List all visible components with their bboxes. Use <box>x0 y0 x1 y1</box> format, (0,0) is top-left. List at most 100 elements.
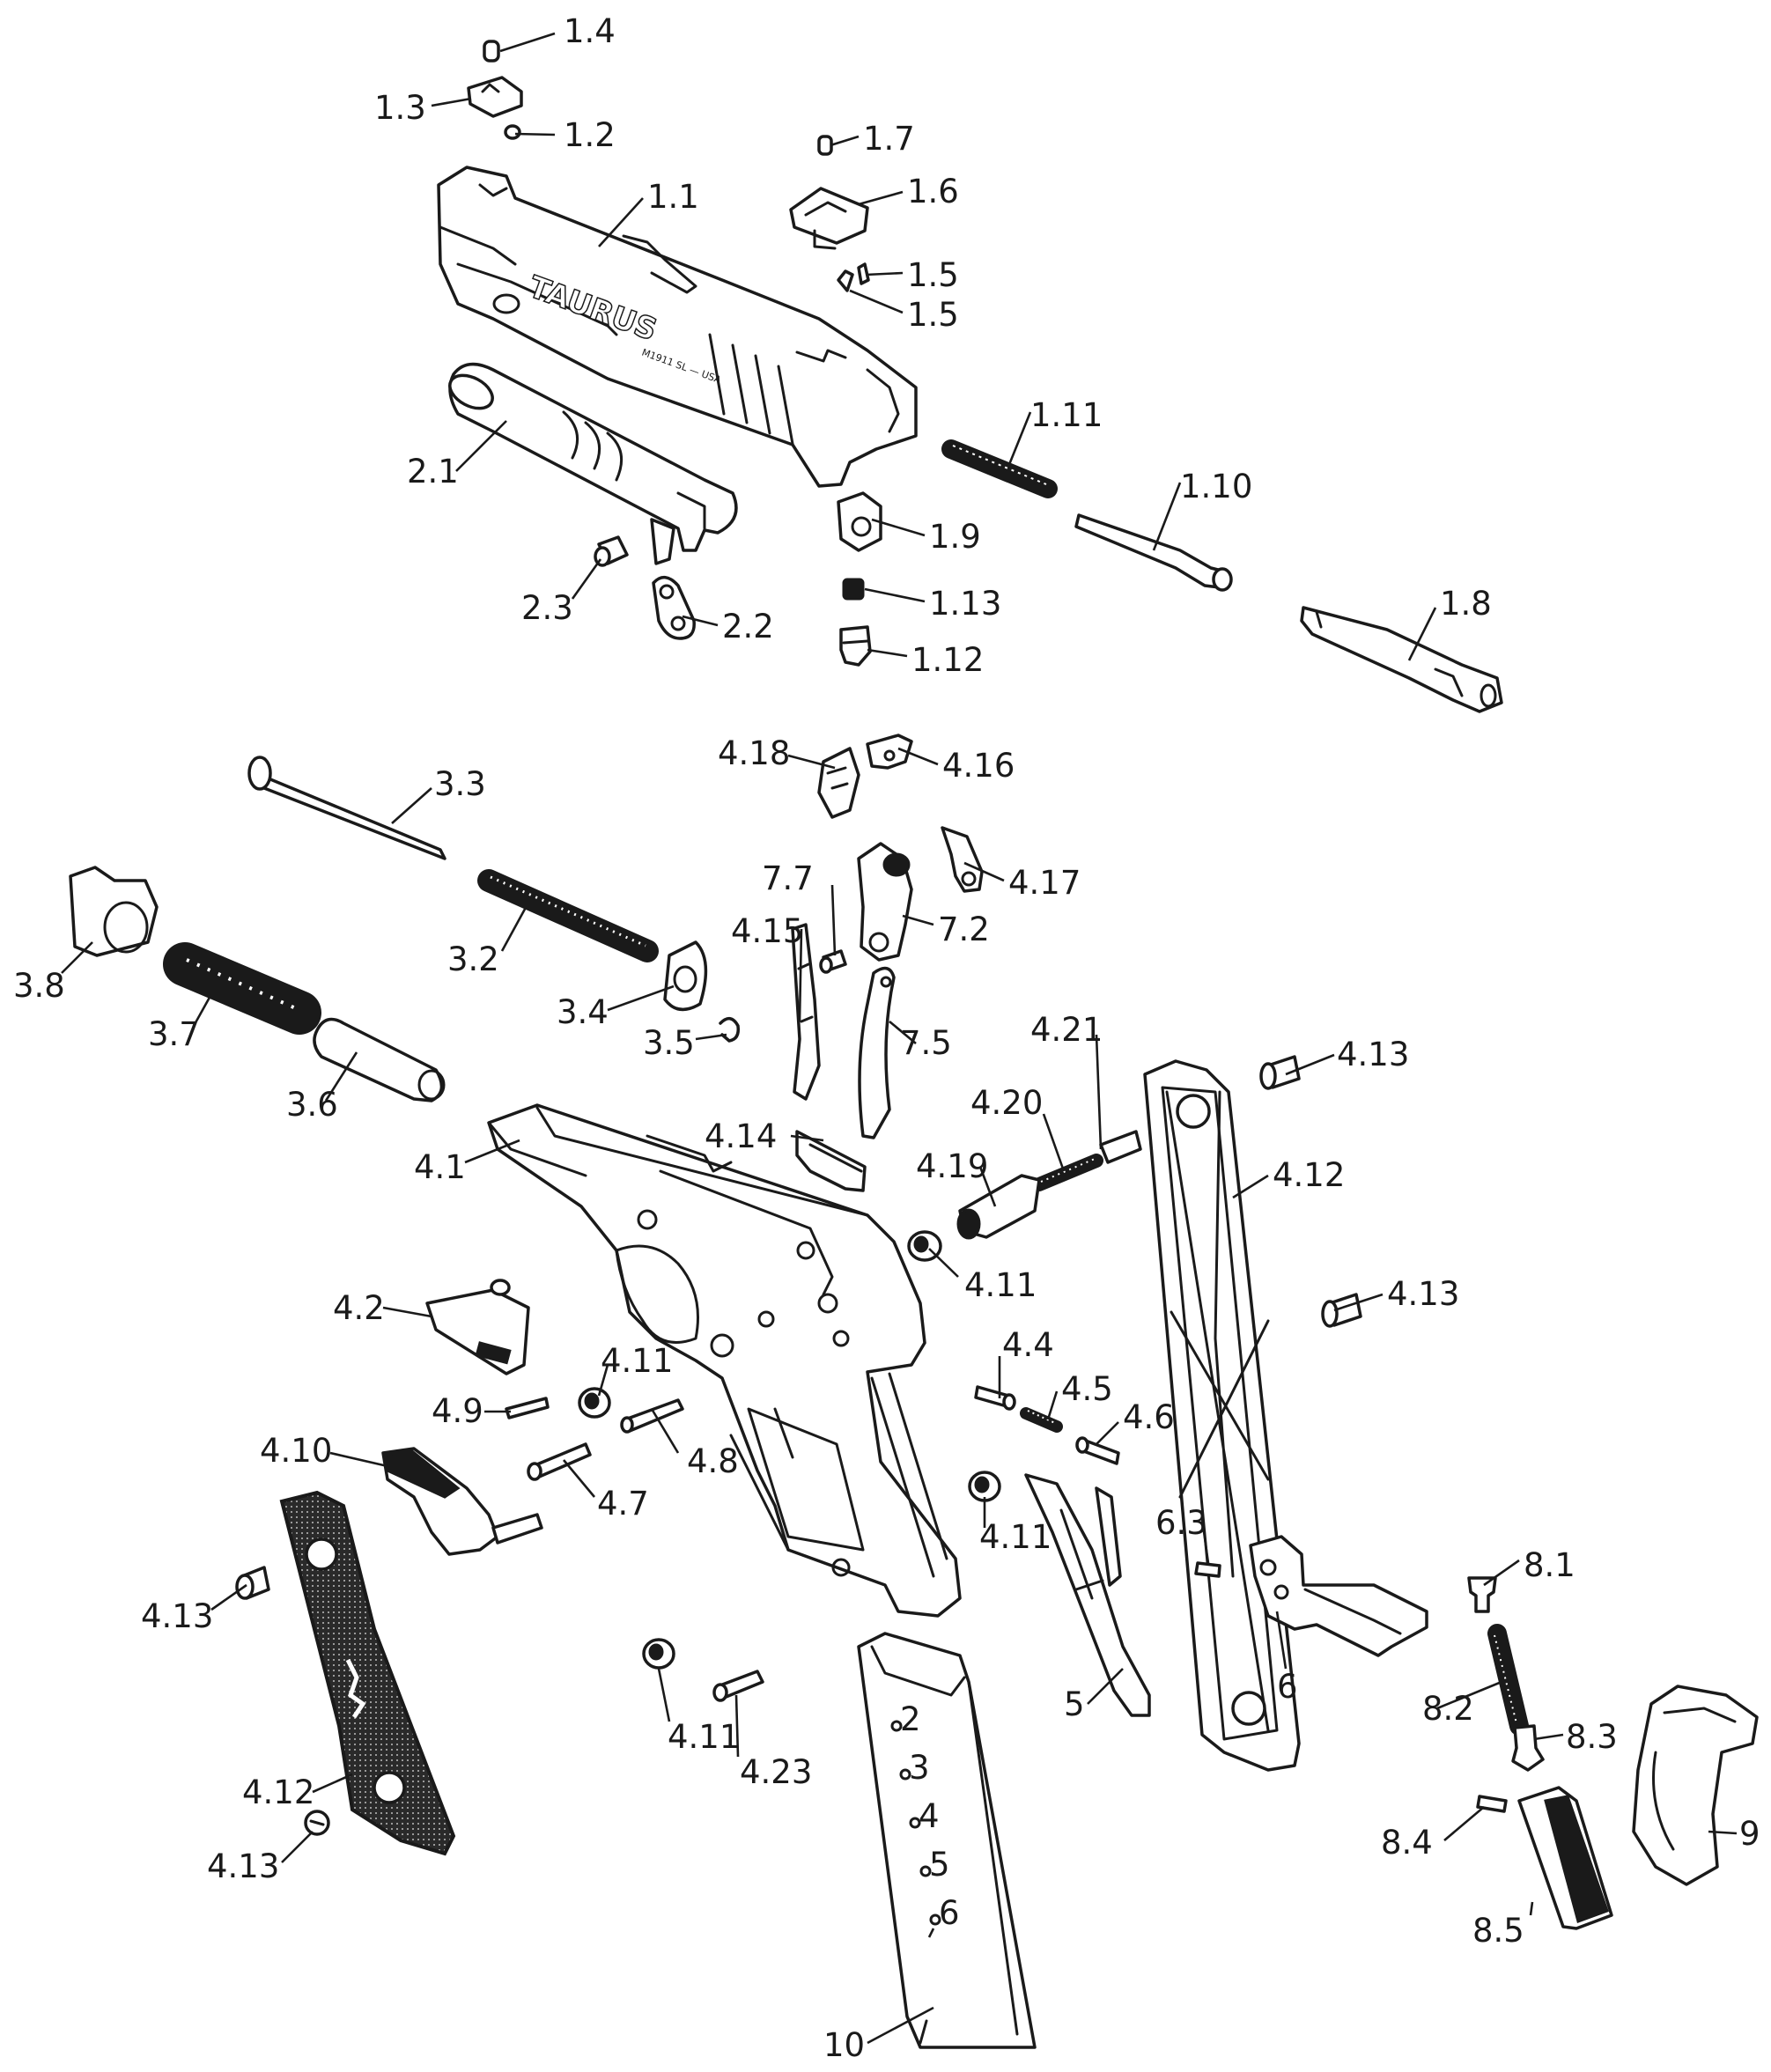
pin-8-1 <box>1467 1576 1497 1613</box>
bushing <box>69 866 159 957</box>
rear-sight-pin <box>817 135 833 156</box>
grip-bushing-4-11-c <box>968 1471 1001 1502</box>
callout-label: 4.12 <box>242 1773 314 1811</box>
firing-pin <box>1074 513 1233 592</box>
recoil-spring-guide <box>663 940 708 1012</box>
magazine-catch-lock <box>795 1130 867 1192</box>
recoil-spring <box>477 869 659 962</box>
rear-sight <box>467 76 523 118</box>
callout-label: 8.5 <box>1472 1912 1524 1950</box>
pin-4-23 <box>712 1670 764 1702</box>
pin-8-4 <box>1476 1795 1508 1813</box>
callout-label: 4.17 <box>1008 864 1081 902</box>
grip-bushing-4-11-b <box>578 1387 611 1419</box>
sight-springs <box>837 262 870 292</box>
trigger-bow <box>858 966 896 1139</box>
pin-4-9 <box>505 1397 550 1419</box>
pin-4-4 <box>974 1385 1016 1411</box>
callout-label: 2.1 <box>407 453 459 490</box>
callout-label: 6 <box>1277 1668 1298 1706</box>
magazine-witness-hole: 6 <box>939 1894 960 1932</box>
guide-rod <box>247 756 446 860</box>
callout-label: 3.5 <box>643 1024 695 1062</box>
callout-label: 4.20 <box>970 1084 1043 1122</box>
callout-label: 3.8 <box>13 967 65 1005</box>
plunger-1-12 <box>839 625 872 667</box>
callout-label: 1.7 <box>863 120 915 158</box>
callout-label: 8.2 <box>1422 1690 1474 1728</box>
callout-label: 1.13 <box>929 585 1001 623</box>
disconnector-4-16 <box>866 734 913 770</box>
sear-4-15 <box>791 923 821 1101</box>
extractor <box>1300 606 1503 713</box>
frame <box>487 1103 962 1618</box>
grip-safety <box>1249 1535 1428 1657</box>
grip-screw-lower-left <box>304 1810 330 1836</box>
callout-label: 4.16 <box>942 747 1015 785</box>
pin-4-6 <box>1075 1436 1120 1465</box>
callout-label: 1.8 <box>1440 585 1492 623</box>
callout-label: 2.2 <box>722 608 774 645</box>
callout-label: 10 <box>823 2026 865 2064</box>
magazine-witness-hole: 5 <box>929 1846 950 1884</box>
magazine-witness-hole: 4 <box>919 1797 940 1835</box>
callout-label: 1.3 <box>374 89 426 127</box>
hammer-pin <box>819 949 847 974</box>
callout-label: 4.12 <box>1273 1156 1345 1194</box>
callout-label: 1.5 <box>907 256 959 294</box>
grip-screw-upper-right <box>1259 1055 1301 1090</box>
callout-label: 4.6 <box>1123 1398 1175 1436</box>
pin-4-8 <box>620 1398 684 1434</box>
callout-label: 1.9 <box>929 518 981 556</box>
barrel-link <box>652 576 696 640</box>
callout-label: 4.13 <box>1337 1036 1409 1073</box>
mainspring-8-2 <box>1487 1624 1529 1736</box>
callout-label: 3.7 <box>148 1015 200 1053</box>
magazine-witness-hole: 3 <box>909 1749 930 1787</box>
adjustable-rear-sight <box>789 187 869 250</box>
retaining-clip <box>719 1017 741 1043</box>
callout-label: 1.12 <box>911 641 984 679</box>
callout-label: 4.13 <box>1387 1275 1459 1313</box>
spring-4-5 <box>1020 1407 1063 1433</box>
callout-label: 4.7 <box>597 1485 649 1523</box>
callout-label: 4.9 <box>432 1392 483 1430</box>
callout-labels: 1.4 1.3 1.2 1.7 1.6 1.1 1.5 1.5 1.11 2.1… <box>13 12 1760 2064</box>
callout-label: 1.1 <box>647 178 699 216</box>
mainspring-housing-8-5 <box>1517 1786 1613 1930</box>
callout-label: 2.3 <box>521 589 573 627</box>
callout-label: 1.6 <box>907 173 959 210</box>
sear-spring-5 <box>1024 1473 1151 1717</box>
callout-label: 8.3 <box>1566 1718 1618 1756</box>
callout-label: 7.5 <box>900 1024 952 1062</box>
callout-label: 8.1 <box>1524 1546 1575 1584</box>
outer-recoil-spring <box>163 942 321 1035</box>
magwell <box>1632 1685 1759 1886</box>
callout-label: 4.11 <box>964 1266 1037 1304</box>
callout-label: 1.4 <box>564 12 616 50</box>
callout-label: 4.19 <box>916 1147 988 1185</box>
grip-screw-upper-left <box>235 1566 270 1600</box>
slide: TAURUS M1911 SL — USA <box>437 166 918 488</box>
callout-label: 8.4 <box>1381 1824 1433 1862</box>
callout-label: 4.10 <box>260 1432 332 1470</box>
cap-8-3 <box>1511 1724 1545 1772</box>
magazine-witness-hole: 2 <box>900 1700 921 1738</box>
callout-label: 4.13 <box>141 1597 213 1635</box>
callout-label: 7.2 <box>938 911 990 948</box>
callout-label: 4.23 <box>740 1753 812 1791</box>
callout-label: 1.10 <box>1180 468 1252 505</box>
barrel <box>448 362 738 565</box>
callout-label: 4.14 <box>705 1117 777 1155</box>
callout-label: 1.5 <box>907 296 959 334</box>
callout-label: 4.5 <box>1061 1370 1113 1408</box>
callout-label: 3.2 <box>447 940 499 978</box>
callout-label: 4.11 <box>668 1718 740 1756</box>
callout-label: 4.11 <box>979 1518 1052 1556</box>
callout-label: 7.7 <box>762 859 814 897</box>
callout-label: 5 <box>1064 1685 1085 1723</box>
callout-label: 3.6 <box>286 1086 338 1124</box>
callout-label: 9 <box>1739 1815 1760 1853</box>
grip-panel-left <box>279 1490 456 1856</box>
